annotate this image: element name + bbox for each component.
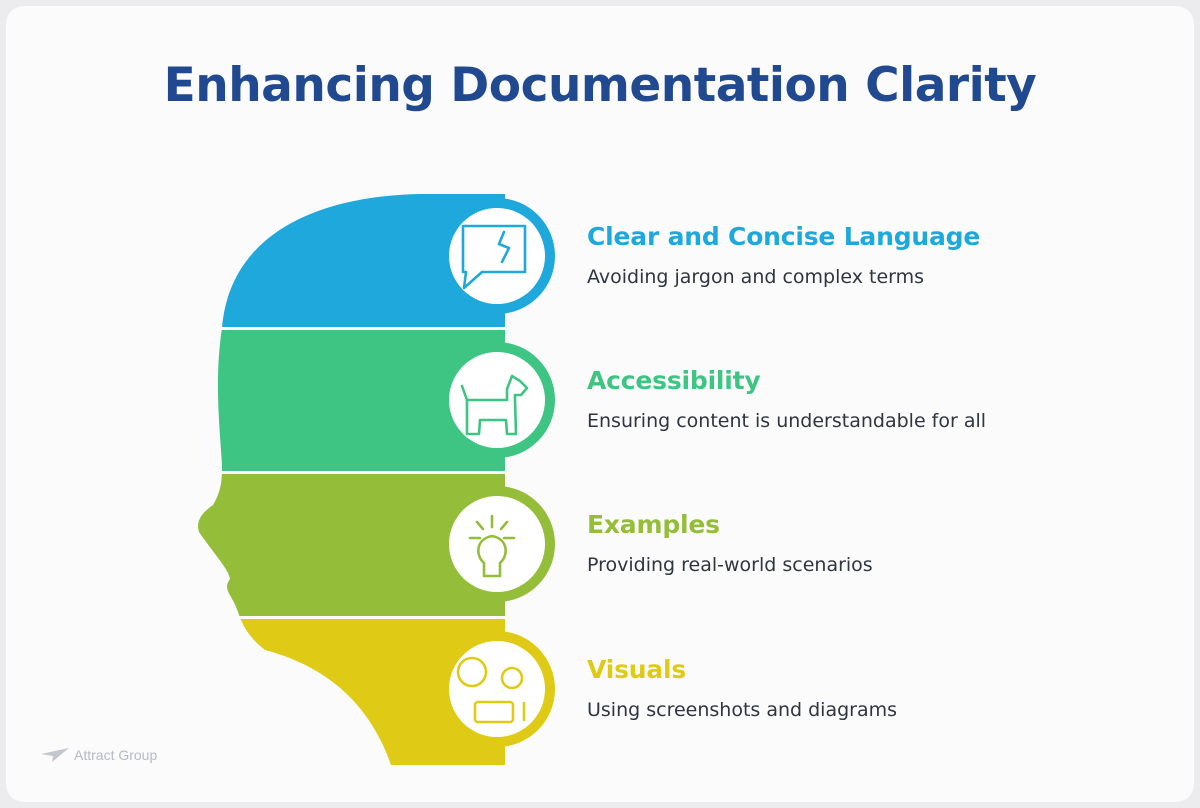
item-heading: Examples xyxy=(587,510,720,539)
lightbulb-icon xyxy=(468,514,516,578)
item-examples: Examples Providing real-world scenarios xyxy=(587,510,873,576)
item-accessibility: Accessibility Ensuring content is unders… xyxy=(587,366,986,432)
icon-circle-3 xyxy=(439,486,555,602)
item-heading: Visuals xyxy=(587,655,687,684)
page-title: Enhancing Documentation Clarity xyxy=(163,58,1037,113)
item-description: Ensuring content is understandable for a… xyxy=(587,410,987,432)
item-visuals: Visuals Using screenshots and diagrams xyxy=(587,655,897,721)
icon-circle-1 xyxy=(439,198,555,314)
icon-circle-4 xyxy=(439,631,555,747)
watermark-text: Attract Group xyxy=(74,747,158,763)
infographic-card xyxy=(6,6,1194,802)
item-heading: Clear and Concise Language xyxy=(587,222,981,251)
item-heading: Accessibility xyxy=(587,366,761,395)
item-description: Using screenshots and diagrams xyxy=(587,699,898,721)
speech-bubble-icon xyxy=(461,224,527,290)
item-description: Avoiding jargon and complex terms xyxy=(587,266,925,288)
dog-icon xyxy=(460,374,529,436)
item-clear-language: Clear and Concise Language Avoiding jarg… xyxy=(587,222,980,288)
paper-plane-logo-icon xyxy=(41,748,69,762)
watermark: Attract Group xyxy=(40,746,157,764)
shapes-icon xyxy=(456,656,526,724)
item-description: Providing real-world scenarios xyxy=(587,554,873,576)
